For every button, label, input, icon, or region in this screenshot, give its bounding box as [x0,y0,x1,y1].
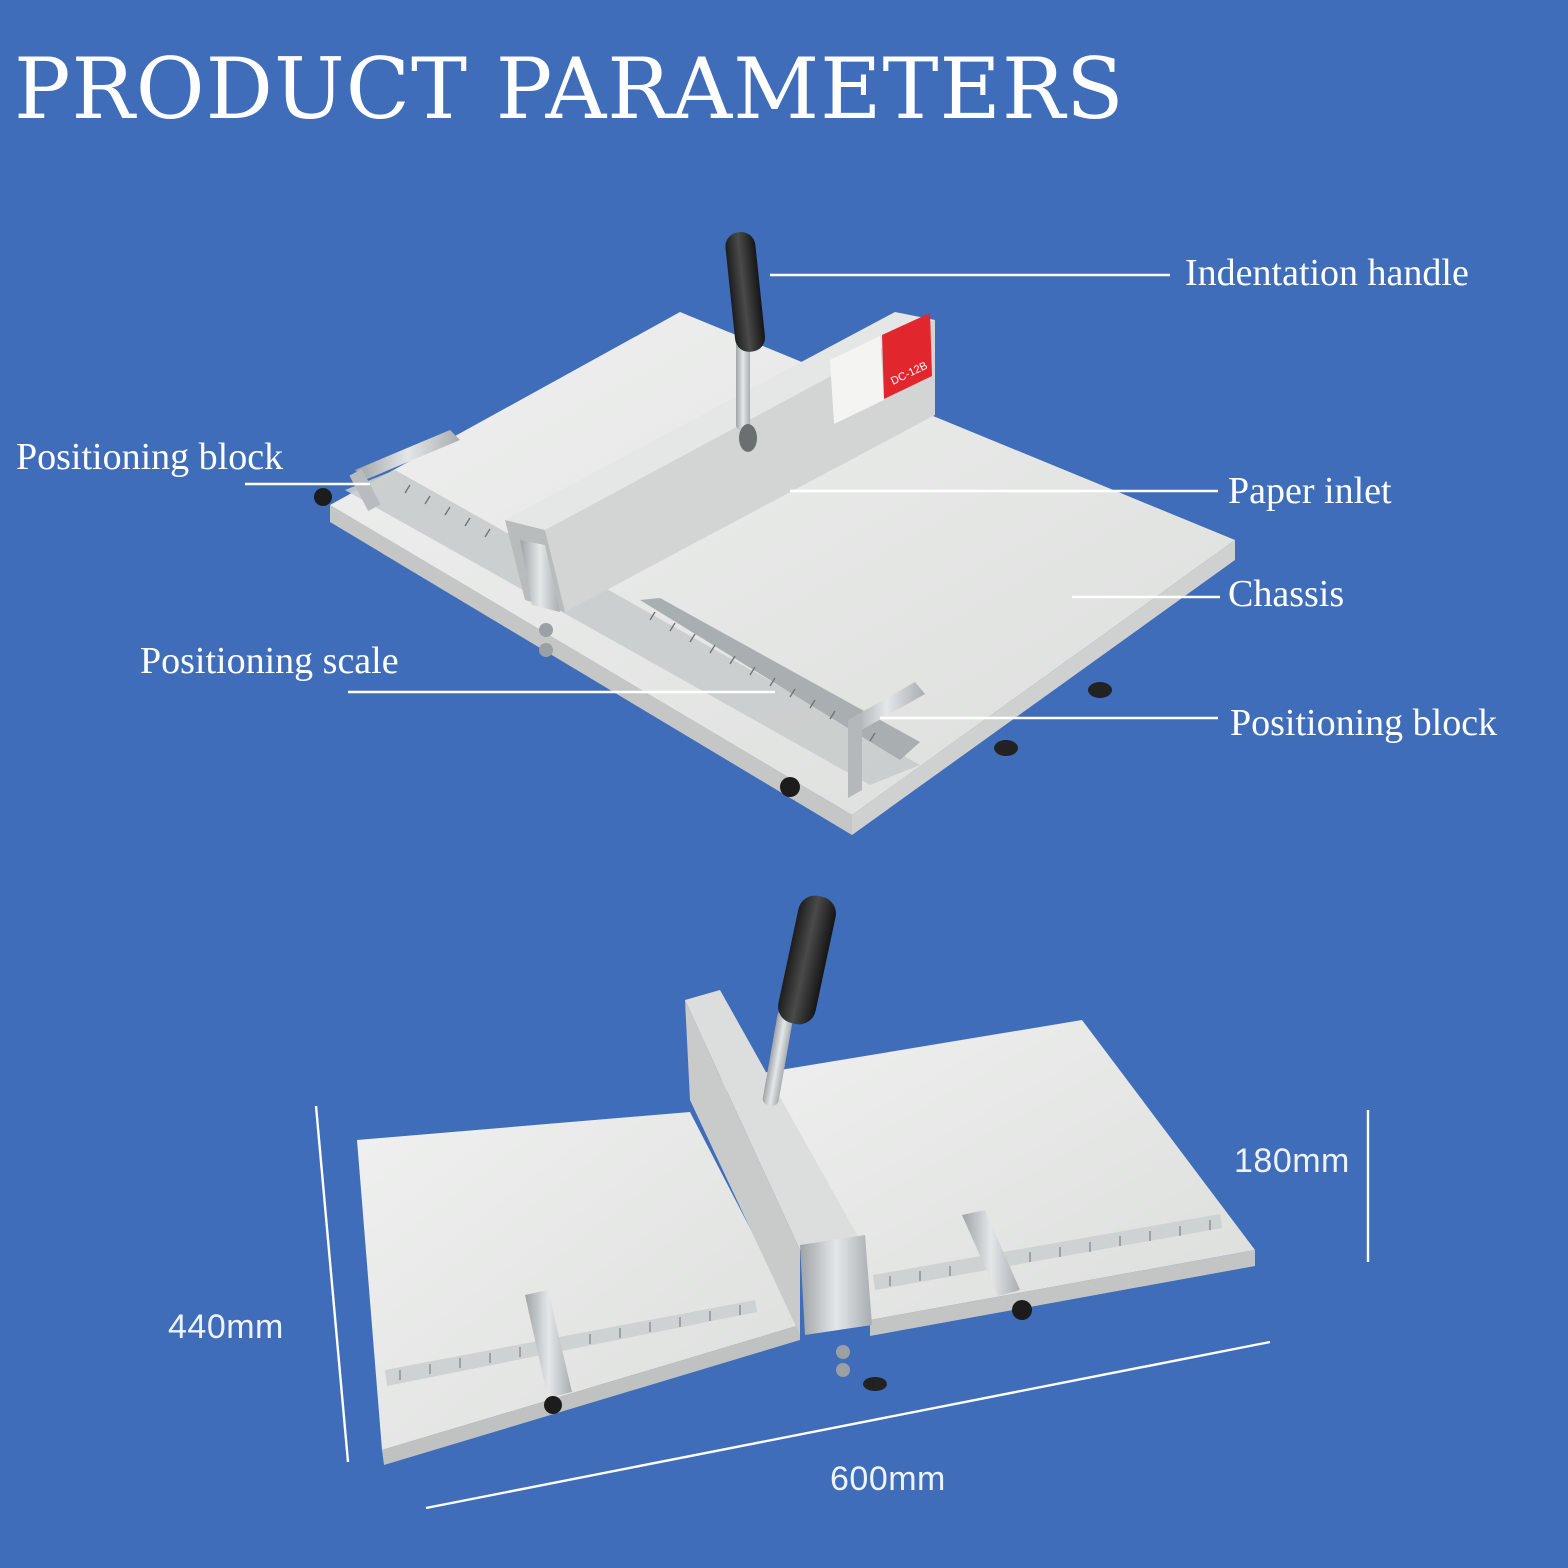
positioning-block-right [848,682,925,732]
callout-paper-inlet: Paper inlet [1228,470,1392,512]
callout-positioning-block-left: Positioning block [16,436,284,478]
callout-lines [245,273,1220,720]
positioning-block-knob [314,488,332,506]
left-ruler [385,1300,757,1386]
dimension-lines [314,1105,1370,1510]
model-badge [882,313,932,399]
machine-front-view [357,895,1255,1465]
page-title: PRODUCT PARAMETERS [14,40,1125,138]
crease-bar-end-metal [520,540,560,612]
machine-foot [1088,682,1112,698]
dimension-depth: 440mm [168,1308,284,1346]
front-handle-knob [778,895,836,1025]
machine-foot [994,740,1018,756]
positioning-block-front-left [525,1290,572,1398]
chassis-right-side [852,540,1235,835]
product-label-plate [830,336,884,424]
front-handle-shaft [762,1010,794,1106]
handle-shaft [736,340,750,430]
positioning-scale-strip [345,470,920,785]
positioning-block-left [355,430,460,480]
dimension-width: 600mm [830,1460,946,1498]
dimension-line-depth [314,1105,350,1463]
callout-chassis: Chassis [1228,573,1345,615]
callout-positioning-block-right: Positioning block [1230,702,1498,744]
crease-bar-top [505,312,935,530]
right-ruler [873,1214,1222,1290]
positioning-block-front-right [962,1210,1020,1296]
callout-positioning-scale: Positioning scale [140,640,399,682]
indentation-handle-knob [725,232,766,352]
chassis-front-side [330,505,852,835]
chassis [330,312,1235,815]
machine-top-view: DC-12B [314,232,1235,835]
front-crease-bar-end [800,1235,872,1335]
dimension-height: 180mm [1234,1142,1350,1180]
dimension-line-width [425,1340,1271,1510]
front-crease-bar-top [685,990,860,1250]
front-crease-bar-side [685,1000,800,1335]
callout-indentation-handle: Indentation handle [1185,252,1469,294]
positioning-block-knob [780,777,800,797]
